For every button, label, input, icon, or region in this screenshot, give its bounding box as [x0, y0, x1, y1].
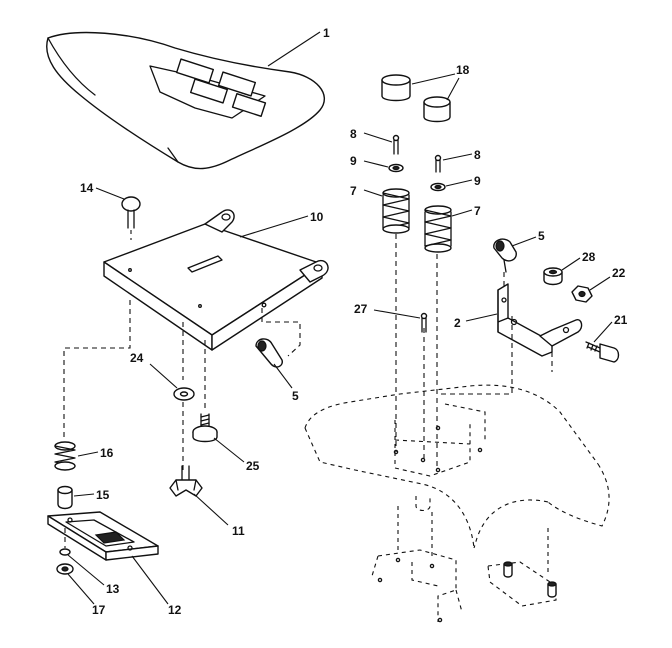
flat-washer-part [173, 387, 195, 401]
washer-right-part [430, 182, 446, 192]
spring-centerlines [395, 234, 438, 470]
callout-locknut-bracket: 22 [589, 266, 626, 291]
cotter-pin-right-part [434, 154, 442, 173]
callout-lever-knob-left-label: 5 [292, 389, 299, 403]
callout-cotter-pin-left-label: 8 [350, 127, 357, 141]
callout-carriage-bolt: 14 [80, 181, 125, 200]
lower-slot-plate [487, 561, 557, 607]
callout-seat: 1 [267, 26, 330, 67]
callout-bushing: 28 [561, 250, 596, 271]
callout-seat-pan-bracket: 2 [454, 313, 498, 330]
spacer-part [57, 485, 73, 510]
callout-lever-knob-right: 5 [511, 229, 545, 247]
spring-small-part [54, 441, 76, 471]
tractor-frame-outline [304, 384, 610, 576]
callout-cotter-pin-long: 27 [354, 302, 421, 319]
callout-bumper-caps: 18 [411, 63, 470, 101]
callout-spring-left-label: 7 [350, 184, 357, 198]
callout-spring-right-label: 7 [474, 204, 481, 218]
callout-washer-slide: 13 [67, 554, 120, 596]
seat-part [46, 31, 326, 170]
slide-plate-part [47, 511, 159, 561]
callout-nut-slide: 17 [67, 573, 106, 617]
callout-shoulder-bolt-label: 25 [246, 459, 260, 473]
callout-bolt-bracket: 21 [593, 313, 628, 343]
bumper-cap-left-part [381, 74, 411, 102]
washer-slide-part [59, 528, 71, 556]
callout-cotter-pin-right-label: 8 [474, 148, 481, 162]
callout-seat-pan-bracket-label: 2 [454, 316, 461, 330]
callout-bolt-bracket-label: 21 [614, 313, 628, 327]
callout-adjust-knob-label: 11 [232, 524, 245, 538]
nut-slide-part [56, 563, 74, 575]
bracket-hidden-lines [440, 272, 553, 395]
lever-knob-right-part [493, 238, 517, 273]
callout-cotter-pin-long-label: 27 [354, 302, 368, 316]
callout-washer-right: 9 [445, 174, 481, 188]
washer-left-part [388, 163, 404, 173]
spring-right-part [424, 205, 452, 253]
carriage-bolt-part [121, 196, 141, 240]
callout-washer-left-label: 9 [350, 154, 357, 168]
callout-carriage-bolt-label: 14 [80, 181, 94, 195]
bumper-cap-right-part [423, 96, 451, 123]
seat-pan-bracket-part [497, 283, 583, 357]
callout-adjust-knob: 11 [193, 493, 245, 538]
cotter-pin-long-part [420, 312, 428, 333]
bushing-part [543, 267, 563, 286]
callout-lever-knob-left: 5 [273, 363, 299, 403]
lower-mount-bracket [371, 549, 463, 623]
callout-spring-small: 16 [77, 446, 114, 460]
shoulder-bolt-part [192, 413, 218, 443]
seat-pan-part [103, 209, 329, 351]
cotter-pin-left-part [392, 134, 400, 155]
bolt-bracket-part [585, 341, 620, 363]
callout-spring-right: 7 [451, 204, 481, 218]
callout-nut-slide-label: 17 [92, 603, 106, 617]
spring-left-part [382, 188, 410, 234]
callout-flat-washer: 24 [130, 351, 178, 389]
callout-spring-small-label: 16 [100, 446, 114, 460]
callout-slide-plate: 12 [131, 555, 182, 617]
callout-washer-left: 9 [350, 154, 389, 168]
callout-seat-label: 1 [323, 26, 330, 40]
adjust-knob-part [169, 465, 203, 497]
callout-cotter-pin-right: 8 [442, 148, 481, 162]
callout-spacer-label: 15 [96, 488, 110, 502]
callout-lever-knob-right-label: 5 [538, 229, 545, 243]
callout-cotter-pin-left: 8 [350, 127, 393, 143]
callout-washer-right-label: 9 [474, 174, 481, 188]
callout-slide-plate-label: 12 [168, 603, 182, 617]
callout-seat-pan-label: 10 [310, 210, 324, 224]
callout-seat-pan: 10 [239, 210, 324, 238]
seat-pan-hidden-lines [63, 300, 301, 470]
callout-shoulder-bolt: 25 [213, 437, 260, 473]
callout-bushing-label: 28 [582, 250, 596, 264]
callout-spring-left: 7 [350, 184, 383, 198]
callout-bumper-caps-label: 18 [456, 63, 470, 77]
callout-flat-washer-label: 24 [130, 351, 144, 365]
callout-washer-slide-label: 13 [106, 582, 120, 596]
locknut-bracket-part [571, 285, 593, 303]
callout-locknut-bracket-label: 22 [612, 266, 626, 280]
callout-spacer: 15 [73, 488, 110, 502]
lever-knob-left-part [255, 338, 283, 368]
